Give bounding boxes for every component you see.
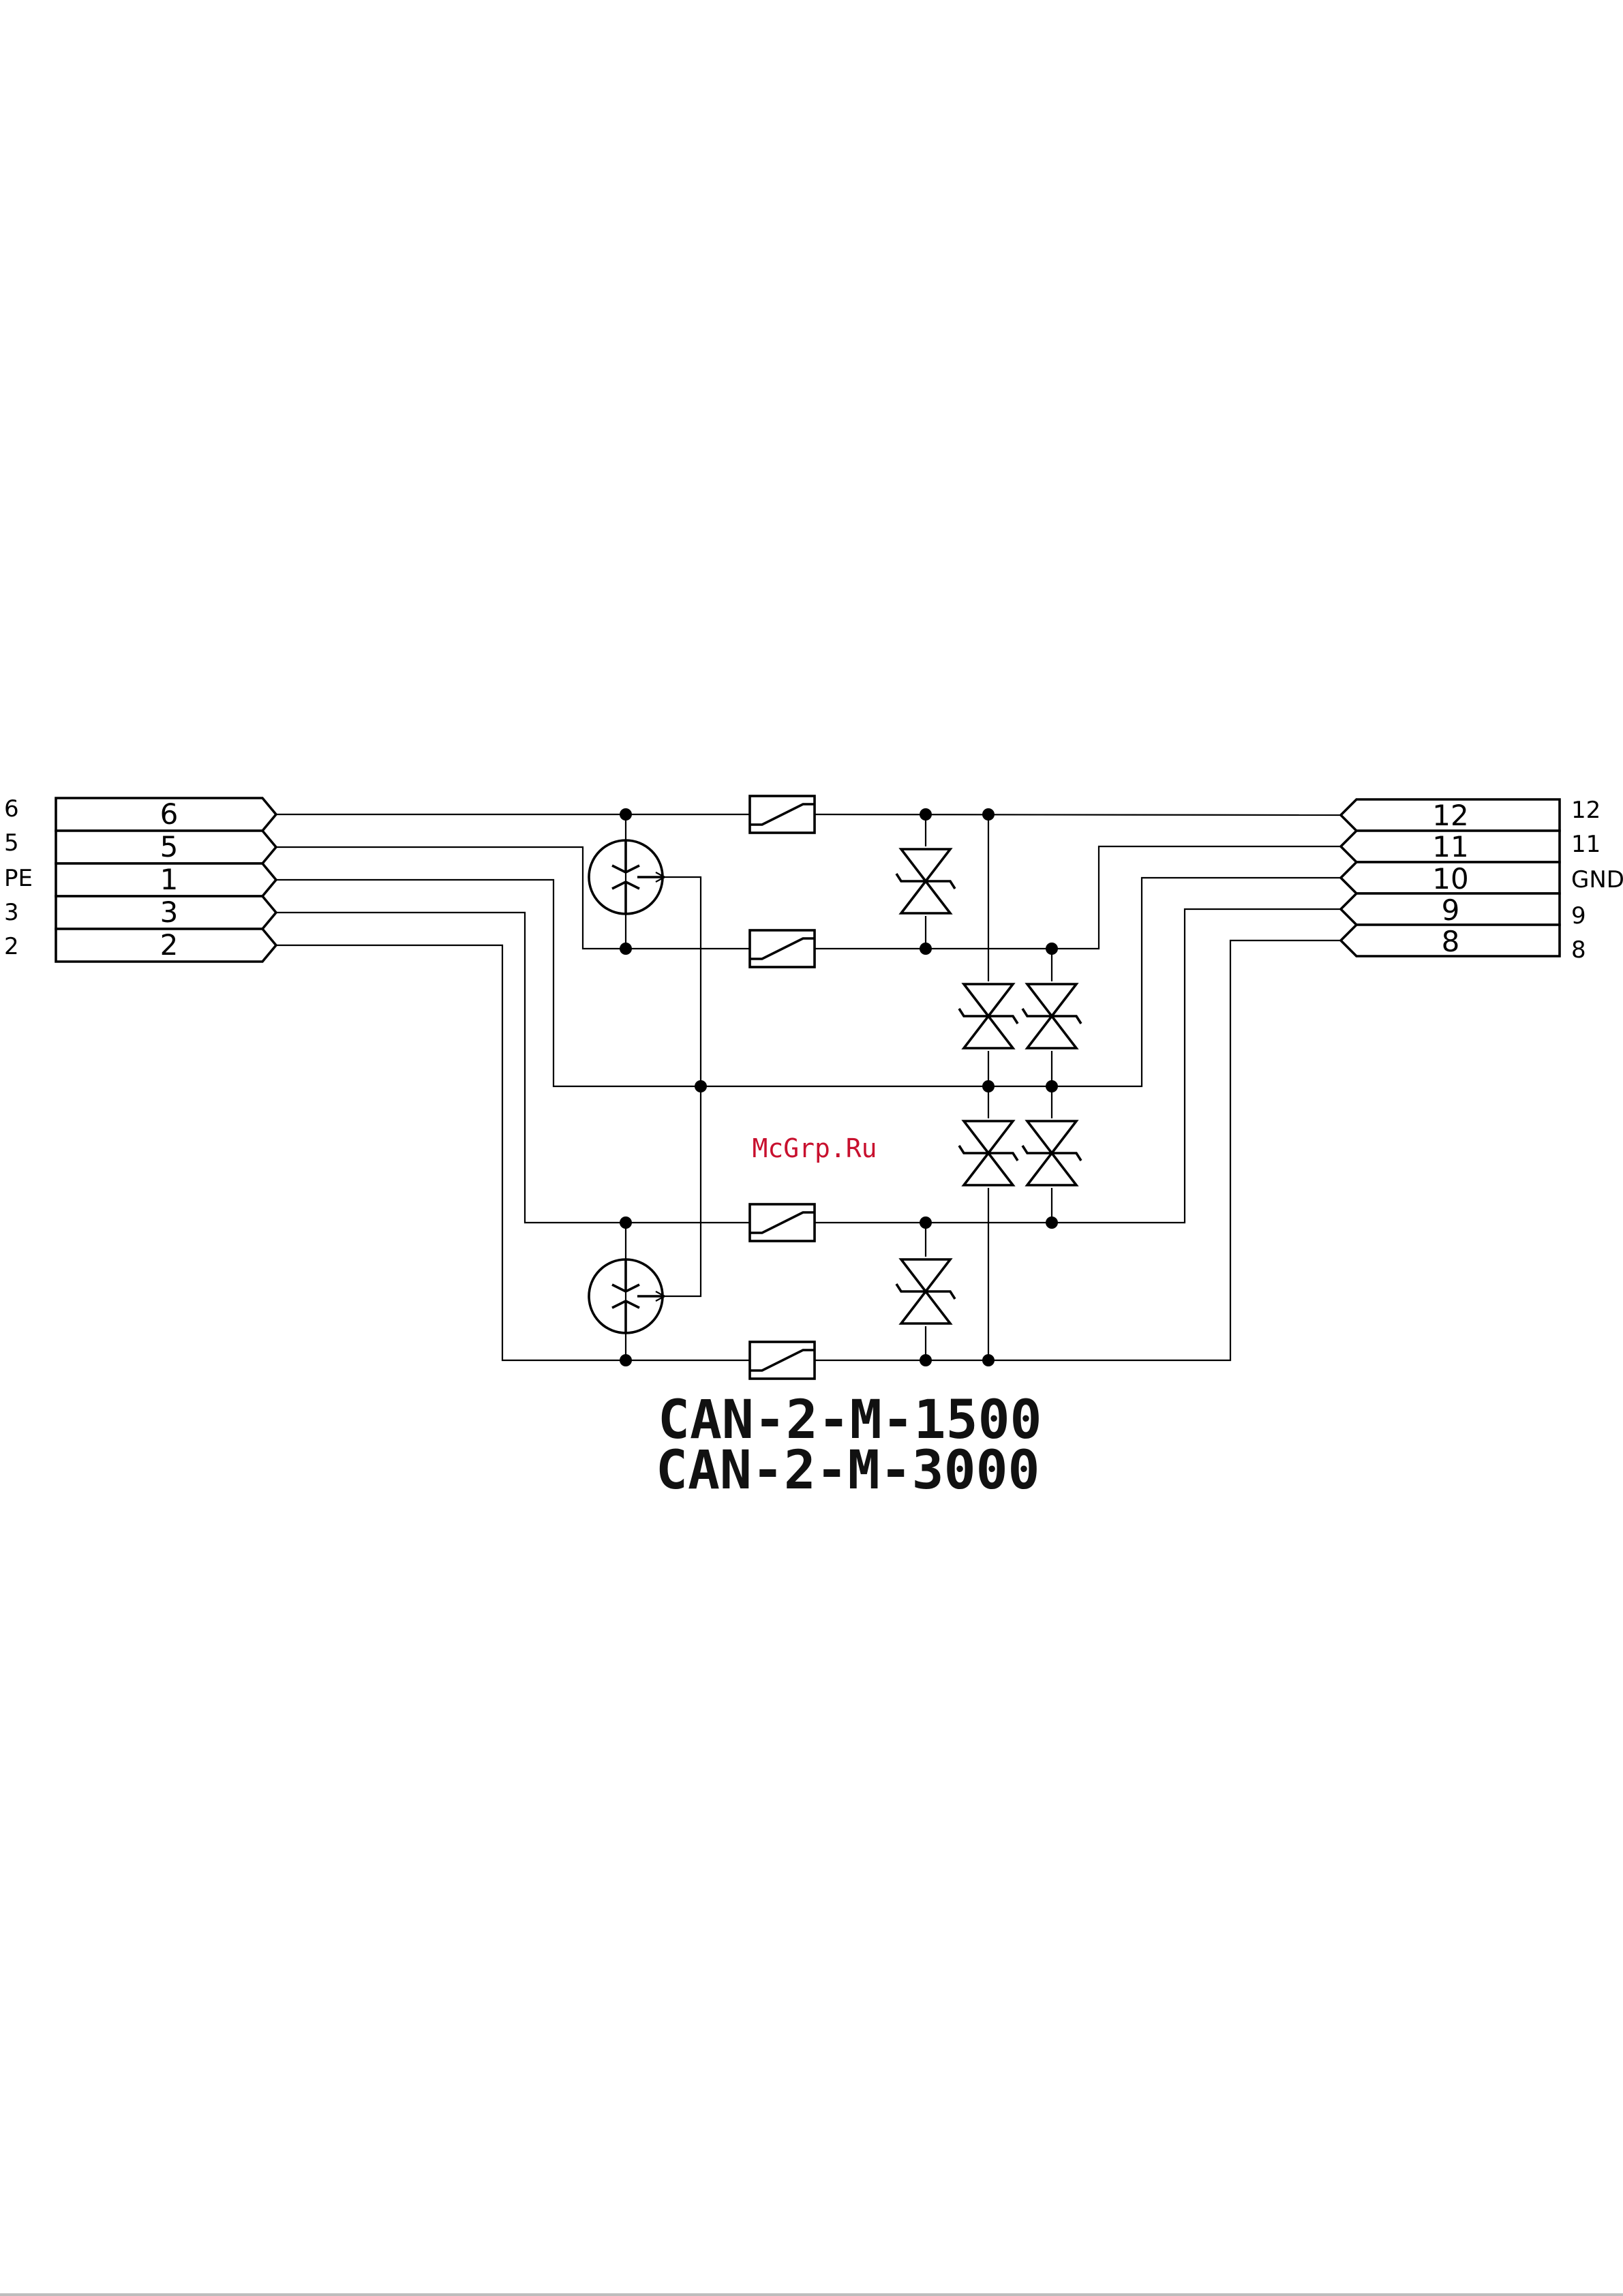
ptc-fuse-icon xyxy=(750,796,815,833)
ptc-fuse-icon xyxy=(750,1204,815,1241)
left-outer-label: 6 xyxy=(4,795,19,823)
wire-line-b-lower xyxy=(276,913,750,1223)
wire-line-a-upper-right xyxy=(815,814,1341,815)
wire-line-a-lower xyxy=(276,945,750,1360)
gas-discharge-tube-icon xyxy=(589,840,665,914)
bidirectional-tvs-diode-icon xyxy=(896,846,955,916)
left-inner-label: 1 xyxy=(160,863,179,896)
right-outer-label: GND xyxy=(1571,866,1623,893)
junction-dots xyxy=(620,808,1058,1366)
right-outer-label: 9 xyxy=(1571,902,1586,930)
left-inner-label: 5 xyxy=(160,830,179,863)
left-outer-label: 2 xyxy=(4,933,19,960)
watermark-text: McGrp.Ru xyxy=(752,1133,877,1163)
bidirectional-tvs-diode-icon xyxy=(1022,981,1081,1051)
left-terminal-block: 6 5 PE 3 2 6 5 1 3 2 xyxy=(4,795,276,962)
right-inner-label: 8 xyxy=(1442,925,1460,958)
right-inner-label: 12 xyxy=(1432,799,1468,832)
left-inner-label: 3 xyxy=(160,896,179,929)
left-outer-label: 3 xyxy=(4,899,19,926)
model-title-line-2: CAN-2-M-3000 xyxy=(656,1440,1040,1501)
page-bottom-rule xyxy=(0,2293,1623,2296)
ptc-fuse-icon xyxy=(750,1342,815,1379)
bidirectional-tvs-diode-icon xyxy=(1022,1118,1081,1188)
wire-pe-gnd xyxy=(276,878,1341,1086)
left-inner-label: 6 xyxy=(160,797,179,831)
right-outer-label: 12 xyxy=(1571,797,1601,824)
left-outer-label: 5 xyxy=(4,829,19,857)
bidirectional-tvs-diode-icon xyxy=(959,981,1018,1051)
wiring xyxy=(276,814,1341,1360)
gas-discharge-tube-icon xyxy=(589,1259,665,1333)
right-inner-label: 9 xyxy=(1442,893,1460,927)
right-outer-label: 11 xyxy=(1571,831,1601,858)
right-inner-label: 10 xyxy=(1432,862,1468,896)
left-outer-label: PE xyxy=(4,865,33,892)
ptc-fuse-icon xyxy=(750,930,815,967)
bidirectional-tvs-diode-icon xyxy=(959,1118,1018,1188)
right-terminal-block: 12 11 10 9 8 12 11 GND 9 8 xyxy=(1341,797,1623,964)
bidirectional-tvs-diode-icon xyxy=(896,1257,955,1326)
wire-line-b-upper xyxy=(276,847,750,949)
right-inner-label: 11 xyxy=(1432,830,1468,863)
wire-line-b-upper-right xyxy=(815,846,1341,949)
right-outer-label: 8 xyxy=(1571,936,1586,964)
left-inner-label: 2 xyxy=(160,928,179,962)
